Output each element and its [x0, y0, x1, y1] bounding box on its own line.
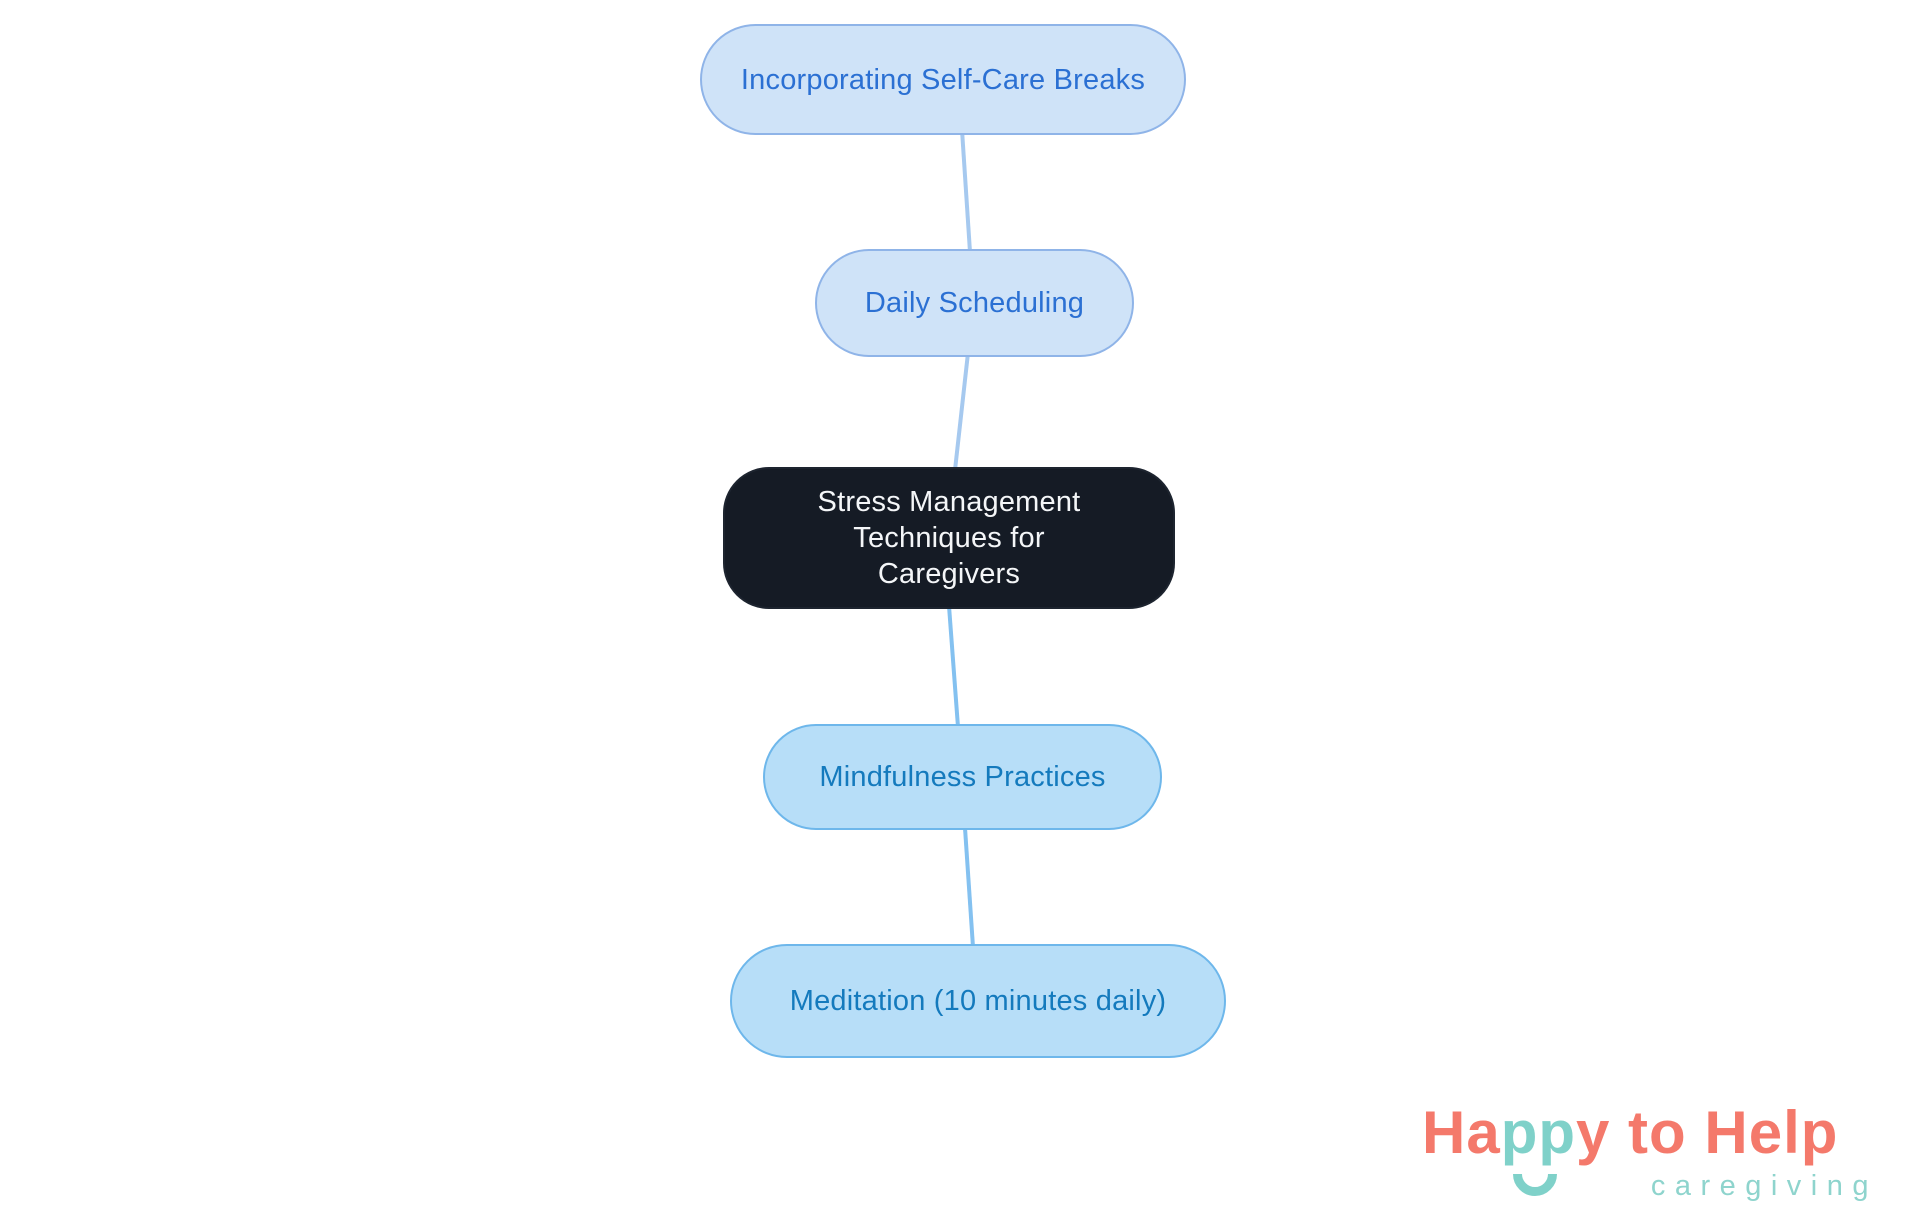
node-daily-scheduling: Daily Scheduling — [815, 249, 1134, 357]
logo-text-help: Help — [1704, 1099, 1839, 1166]
logo-text-y: y — [1576, 1099, 1611, 1166]
logo-text-pp: pp — [1500, 1099, 1577, 1166]
node-mindfulness-practices: Mindfulness Practices — [763, 724, 1162, 830]
connector-scheduling-to-center — [953, 352, 970, 471]
connector-center-to-mindfulness — [947, 605, 960, 728]
logo-text-to: to — [1610, 1099, 1705, 1166]
logo-tagline: caregiving — [1650, 1170, 1878, 1202]
node-incorporating-self-care-breaks: Incorporating Self-Care Breaks — [700, 24, 1186, 135]
logo-text-ha: Ha — [1422, 1099, 1501, 1166]
node-label: Daily Scheduling — [864, 287, 1085, 319]
node-stress-management-techniques: Stress Management Techniques for Caregiv… — [723, 467, 1175, 609]
node-label: Stress Management Techniques for Caregiv… — [817, 486, 1081, 590]
node-meditation-10-minutes-daily: Meditation (10 minutes daily) — [730, 944, 1226, 1058]
smile-icon — [1513, 1174, 1557, 1196]
connector-mindfulness-to-meditation — [963, 827, 975, 948]
connector-selfcare-to-scheduling — [960, 129, 972, 253]
node-label: Mindfulness Practices — [819, 761, 1106, 793]
node-label: Incorporating Self-Care Breaks — [740, 63, 1146, 96]
node-label: Meditation (10 minutes daily) — [789, 985, 1167, 1017]
logo-wordmark: Happy to Help — [1422, 1099, 1892, 1196]
happy-to-help-logo: Happy to Help caregiving — [1422, 1100, 1892, 1203]
